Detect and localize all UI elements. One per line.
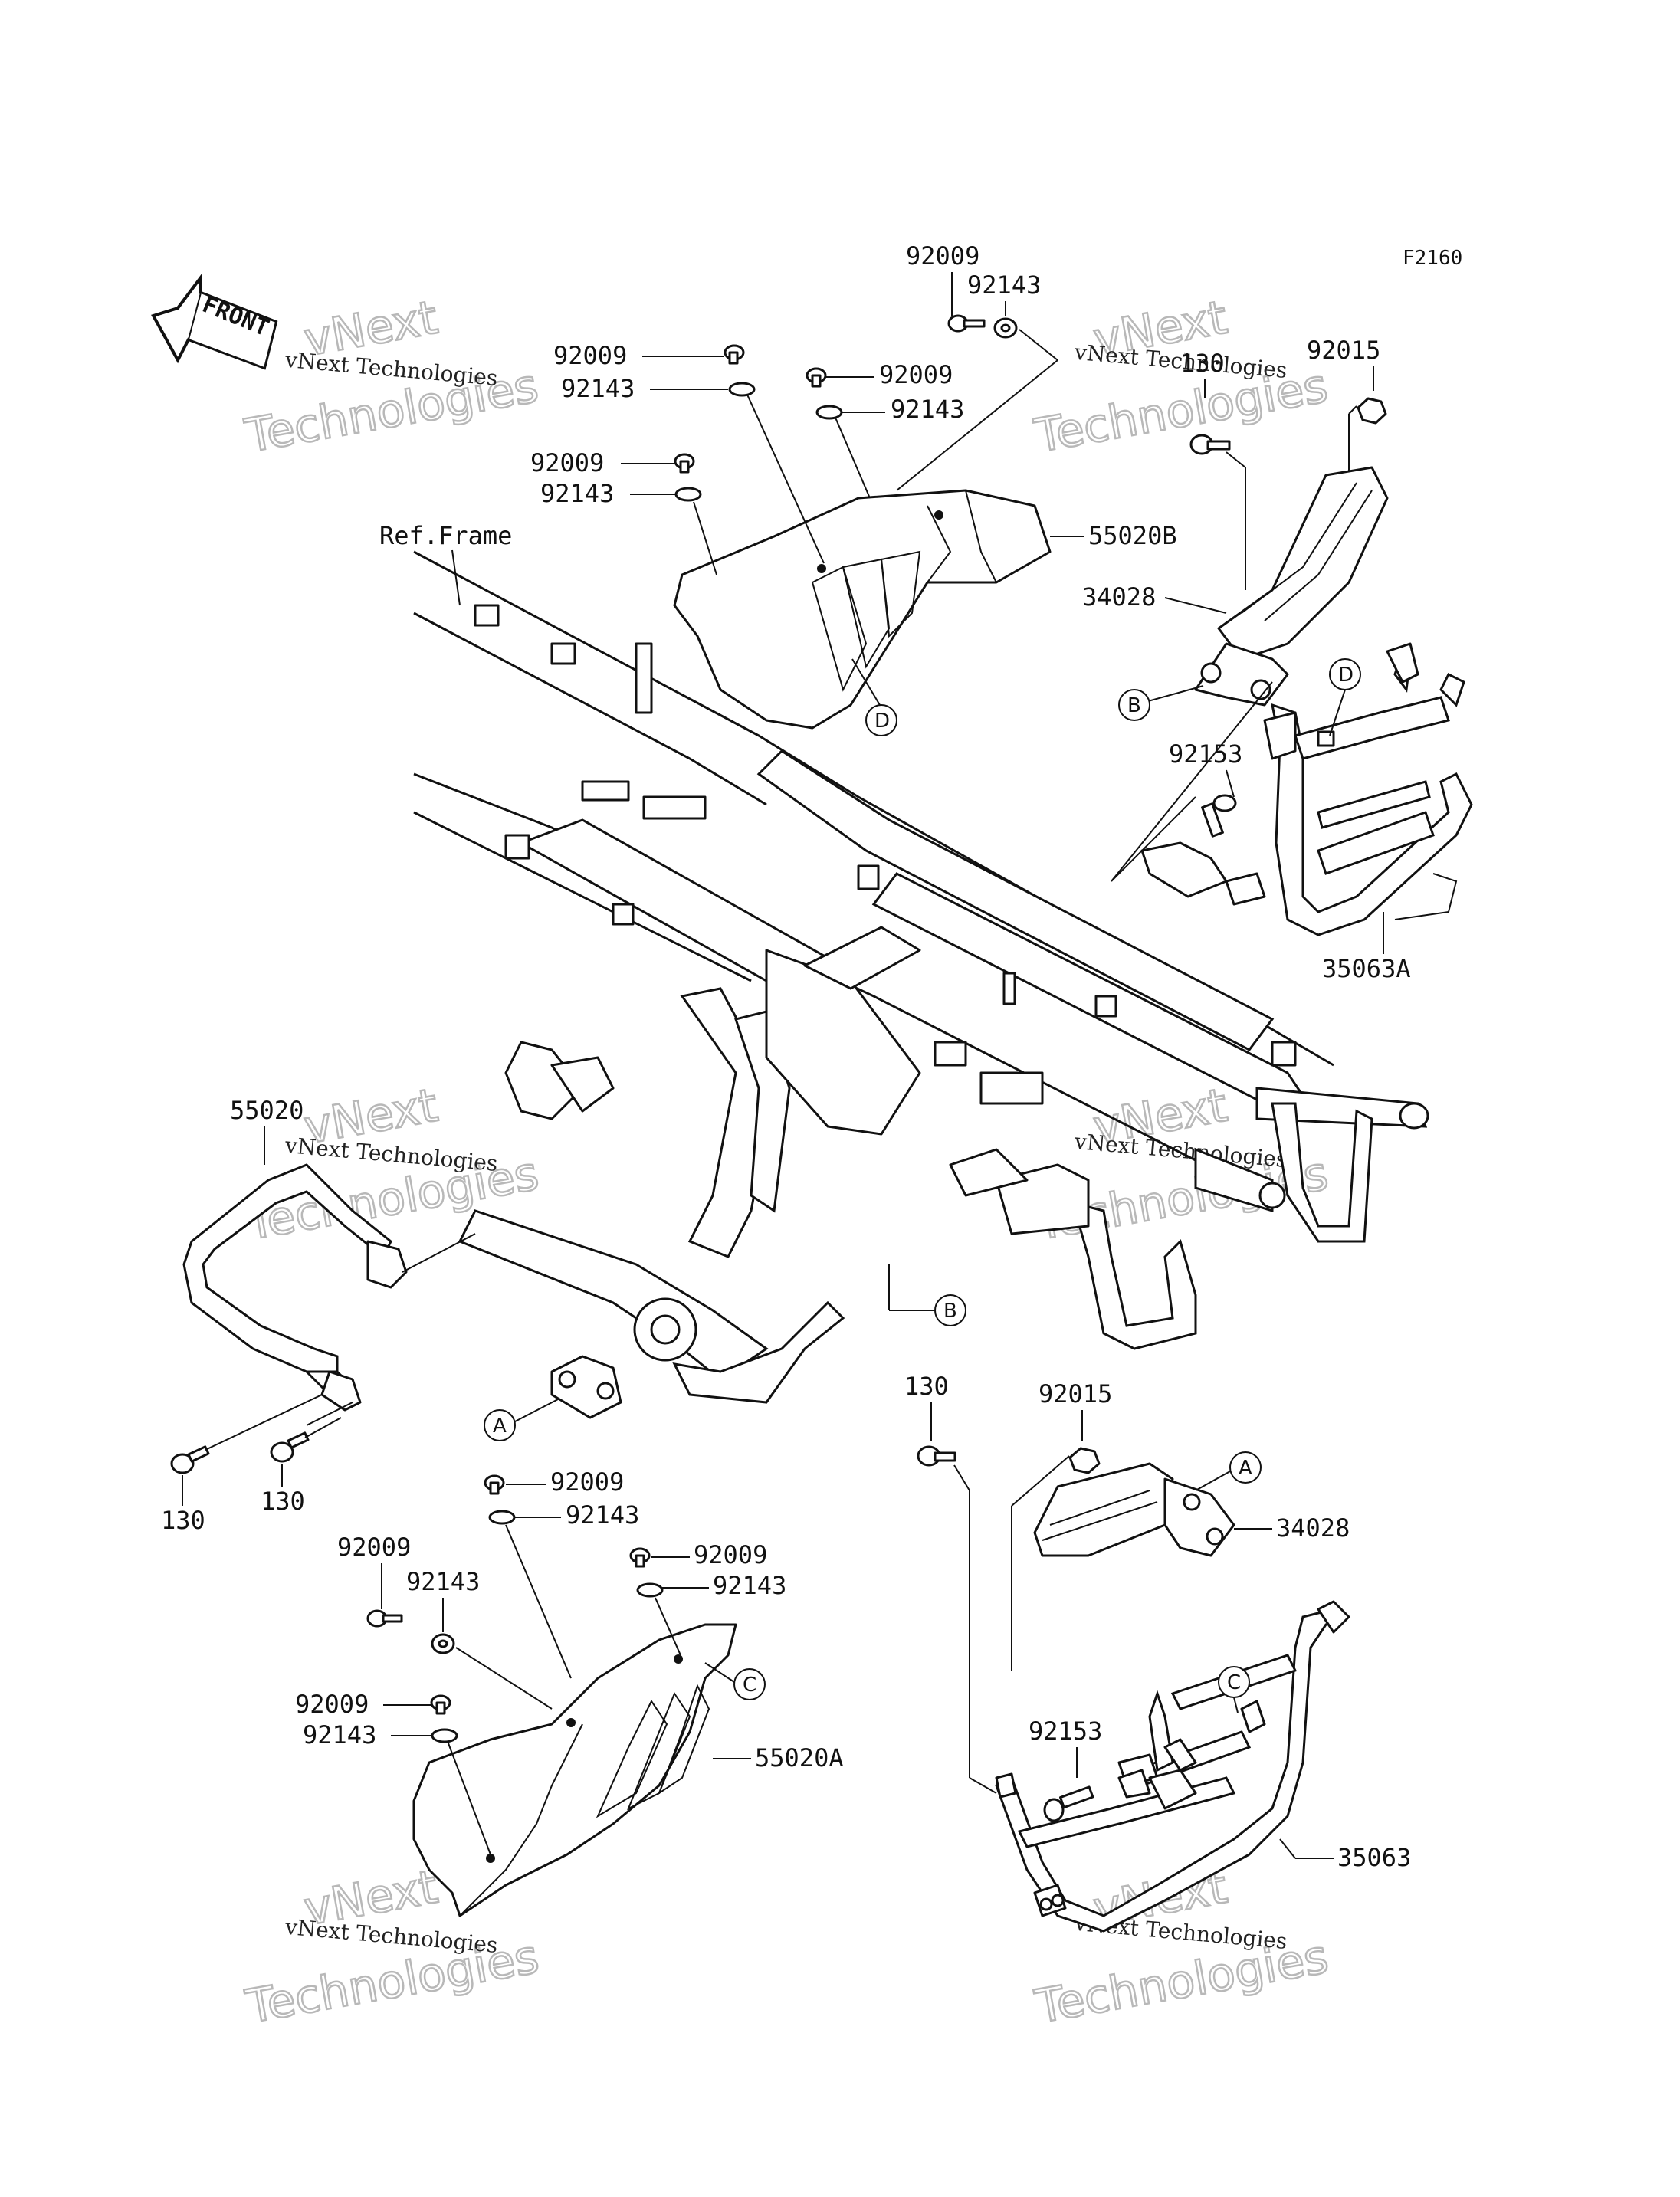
bolt-icon [724, 344, 745, 365]
bolt-icon [484, 1474, 505, 1495]
washer-icon [488, 1510, 516, 1525]
label-92143-c: 92143 [540, 479, 614, 508]
guard-55020A: 55020A [412, 1623, 844, 1917]
callout-c-text: C [1227, 1671, 1241, 1694]
label-92009-g: 92009 [295, 1690, 369, 1719]
callout-b-text: B [1127, 694, 1141, 717]
bolt-icon [1043, 1785, 1094, 1822]
bolt-icon [629, 1547, 651, 1568]
label-92009-c: 92009 [530, 448, 604, 477]
label-55020A: 55020A [755, 1743, 844, 1772]
bolt-icon [1201, 794, 1237, 838]
watermark-top-left: vNext Technologies vNext Technologies [240, 290, 543, 464]
washer-icon [674, 487, 702, 502]
label-92009-a: 92009 [553, 341, 627, 370]
washer-icon [815, 405, 843, 420]
ref-frame-label: Ref.Frame [379, 521, 512, 550]
callout-b-text: B [943, 1300, 957, 1323]
fastener-group-bottom-left: 92009 92143 92009 92143 92009 92143 9200… [295, 1467, 786, 1855]
label-55020: 55020 [230, 1096, 304, 1125]
washer-icon [993, 317, 1018, 339]
label-92015-br: 92015 [1039, 1379, 1112, 1408]
bolt-icon [270, 1431, 310, 1463]
label-35063A: 35063A [1322, 954, 1411, 983]
label-92143-g: 92143 [303, 1720, 376, 1749]
bolt-icon [674, 453, 695, 474]
bolt-icon [947, 314, 986, 333]
label-92143-top: 92143 [967, 271, 1041, 300]
bolt-icon [366, 1609, 403, 1628]
label-92009-top: 92009 [906, 241, 979, 271]
bolt-icon [806, 367, 827, 388]
bolt-icon [430, 1694, 451, 1715]
bolt-icon [917, 1445, 956, 1467]
callout-a-text: A [1239, 1457, 1252, 1480]
label-35063: 35063 [1337, 1843, 1411, 1872]
label-130-l2: 130 [261, 1487, 305, 1516]
callout-d-text: D [874, 710, 890, 733]
callout-a-text: A [493, 1415, 507, 1438]
watermark-word: Technologies [1031, 1930, 1332, 2035]
label-55020B: 55020B [1088, 521, 1177, 550]
label-92009-e: 92009 [694, 1540, 767, 1569]
label-92009-f: 92009 [337, 1533, 411, 1562]
callout-a-center: A [484, 1355, 622, 1441]
callout-b-center: B [888, 1264, 966, 1326]
washer-icon [728, 382, 756, 397]
label-130-tr: 130 [1180, 349, 1225, 378]
bolt-icon [1189, 434, 1231, 455]
guard-55020B [673, 489, 1052, 730]
nut-icon [1357, 397, 1387, 425]
label-92153-br: 92153 [1029, 1717, 1102, 1746]
label-92143-f: 92143 [406, 1567, 480, 1596]
washer-icon [636, 1582, 664, 1598]
fastener-group-top: 92009 92143 92009 92143 92009 92143 9200… [530, 241, 1058, 575]
main-frame-drawing: Ref.Frame [379, 521, 1429, 1404]
label-130-br: 130 [904, 1372, 949, 1401]
label-92009-b: 92009 [879, 360, 953, 389]
footrest-assembly-bottom-right: 130 92015 34028 A 92153 [904, 1372, 1411, 1933]
label-130-l1: 130 [161, 1506, 205, 1535]
callout-d-center: D [851, 658, 897, 736]
washer-icon [431, 1728, 458, 1743]
nut-icon [1068, 1447, 1101, 1474]
label-92143-e: 92143 [713, 1571, 786, 1600]
bolt-icon [170, 1445, 210, 1474]
label-34028-br: 34028 [1276, 1513, 1350, 1543]
guard-55020: 55020 130 130 [161, 1096, 476, 1535]
label-34028-tr: 34028 [1082, 582, 1156, 612]
label-92009-d: 92009 [550, 1467, 624, 1497]
callout-c-text: C [743, 1674, 756, 1697]
label-92143-a: 92143 [561, 374, 635, 403]
front-arrow-icon: FRONT [151, 273, 278, 370]
label-92143-b: 92143 [891, 395, 964, 424]
diagram-code: F2160 [1403, 247, 1462, 270]
footrest-assembly-top-right: 130 92015 34028 B 92153 [1082, 336, 1473, 983]
label-92015-tr: 92015 [1307, 336, 1380, 365]
washer-icon [431, 1633, 455, 1654]
label-92143-d: 92143 [566, 1500, 639, 1530]
callout-d-text: D [1338, 664, 1354, 687]
